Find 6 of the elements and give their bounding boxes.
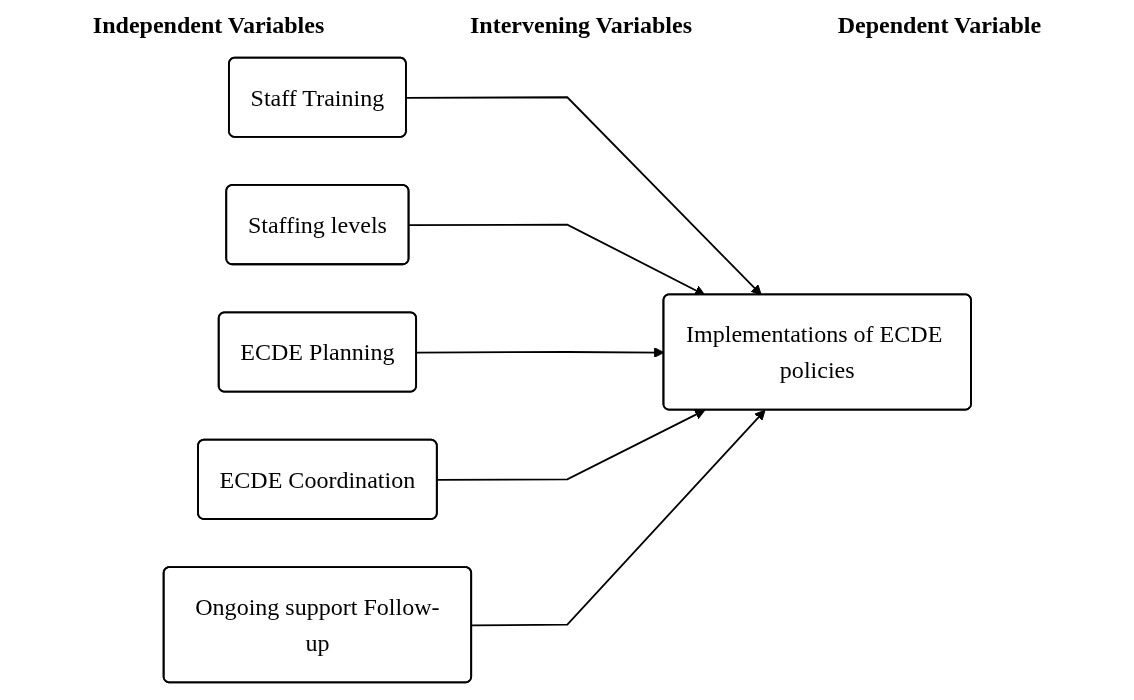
column-heading: Intervening Variables (470, 12, 693, 40)
arrow (470, 409, 766, 627)
column-heading: Dependent Variable (837, 12, 1042, 40)
column-heading: Independent Variables (92, 12, 325, 40)
arrow (405, 96, 762, 296)
arrow (436, 409, 705, 481)
